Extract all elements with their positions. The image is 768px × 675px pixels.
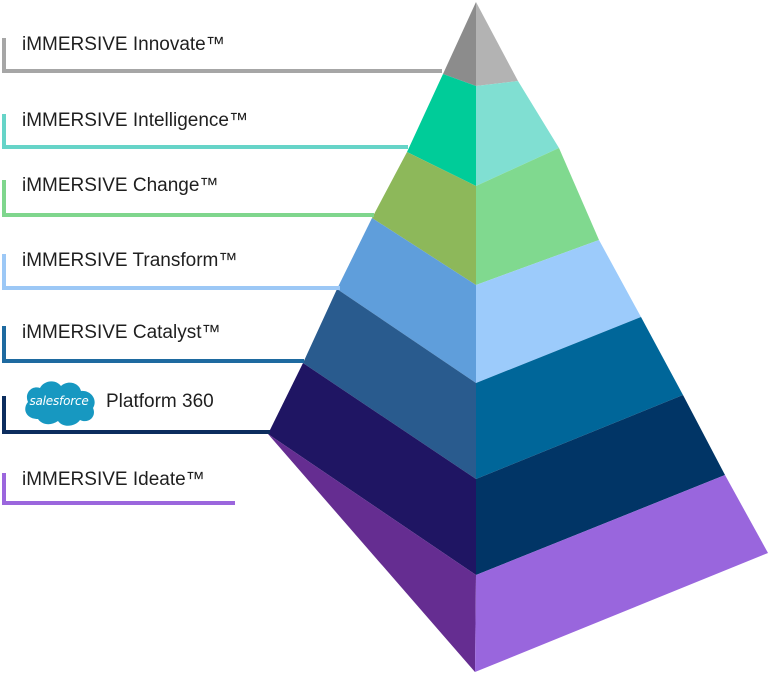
pyramid-face-left-catalyst [303,289,476,479]
tier-label-catalyst: iMMERSIVE Catalyst™ [22,322,221,343]
pyramid-layers [268,2,768,672]
leader-lines [2,38,442,505]
tier-label-change: iMMERSIVE Change™ [22,175,219,196]
leader-line-ideate [2,473,235,505]
tier-label-intelligence: iMMERSIVE Intelligence™ [22,110,248,131]
pyramid-face-right-change [476,148,599,285]
pyramid-face-left-platform-360 [268,363,476,575]
pyramid-face-right-platform-360 [476,395,725,575]
pyramid-face-left-intelligence [407,74,476,186]
pyramid-face-left-transform [337,218,476,383]
tier-label-platform-360: Platform 360 [106,391,214,412]
leader-line-transform [2,254,340,290]
leader-line-catalyst [2,326,304,363]
pyramid-face-left-change [372,152,476,285]
leader-line-intelligence [2,114,408,149]
salesforce-logo-text: salesforce [29,394,89,408]
pyramid-face-right-catalyst [476,317,683,479]
leader-line-platform-360 [2,396,270,434]
pyramid-face-right-transform [476,240,641,383]
leader-line-change [2,180,374,217]
leader-line-innovate [2,38,442,73]
salesforce-logo: salesforce [18,373,100,429]
pyramid-face-right-ideate [475,475,768,672]
pyramid-face-right-innovate [476,2,518,86]
tier-label-innovate: iMMERSIVE Innovate™ [22,34,225,55]
pyramid-face-right-intelligence [476,81,559,186]
pyramid-face-left-innovate [443,2,476,86]
tier-label-transform: iMMERSIVE Transform™ [22,250,238,271]
tier-label-ideate: iMMERSIVE Ideate™ [22,469,205,490]
pyramid-face-left-ideate [268,434,476,672]
